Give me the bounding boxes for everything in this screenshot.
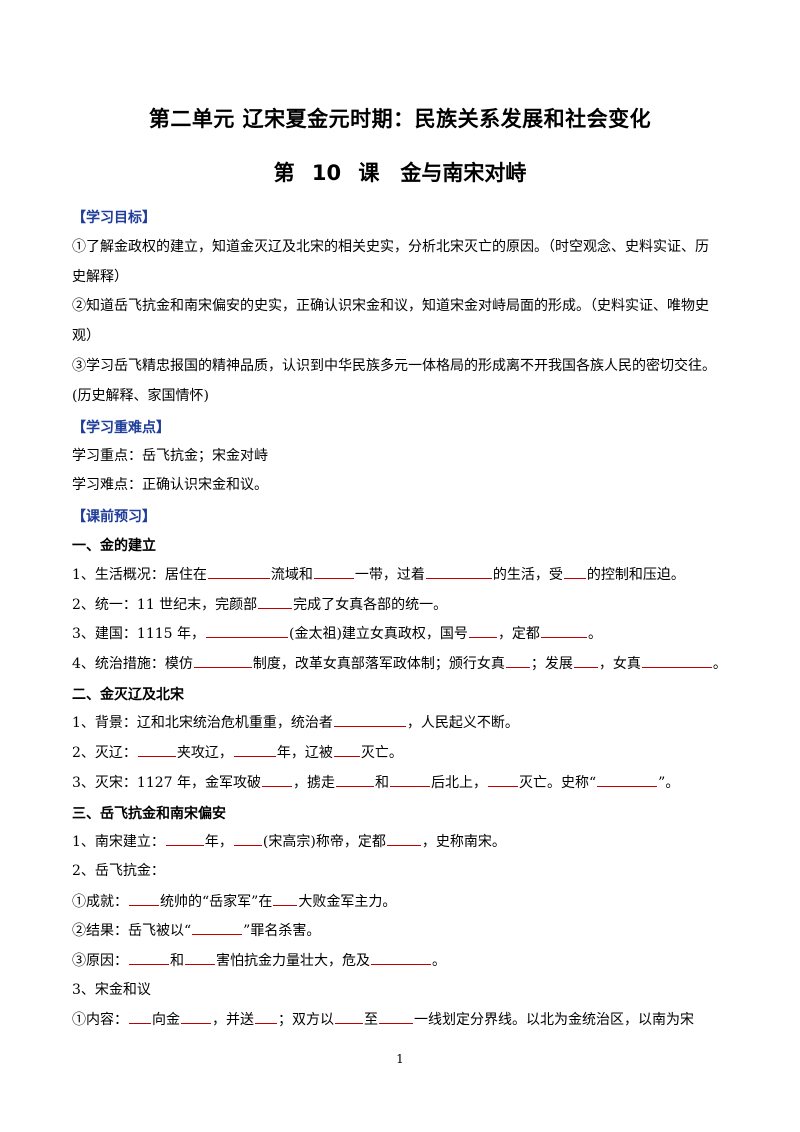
blank[interactable] bbox=[233, 743, 276, 757]
blank[interactable] bbox=[371, 951, 431, 965]
blank[interactable] bbox=[505, 654, 530, 668]
fill-line-1-3: 3、建国：1115 年，(金太祖)建立女真政权，国号，定都。 bbox=[72, 624, 602, 642]
blank[interactable] bbox=[313, 565, 354, 579]
blank[interactable] bbox=[336, 773, 374, 787]
blank[interactable] bbox=[207, 565, 270, 579]
blank[interactable] bbox=[379, 1010, 413, 1024]
fill-line-3-4: ②结果：岳飞被以“”罪名杀害。 bbox=[72, 921, 321, 939]
blank[interactable] bbox=[333, 713, 406, 727]
blank[interactable] bbox=[129, 892, 159, 906]
blank[interactable] bbox=[262, 773, 292, 787]
unit-title: 第二单元 辽宋夏金元时期：民族关系发展和社会变化 bbox=[148, 107, 652, 131]
blank[interactable] bbox=[165, 832, 204, 846]
fill-line-3-1: 1、南宋建立：年，(宋高宗)称帝，定都，史称南宋。 bbox=[72, 832, 506, 850]
fill-line-3-2: 2、岳飞抗金： bbox=[72, 863, 165, 879]
fill-line-3-5: ③原因：和害怕抗金力量壮大，危及。 bbox=[72, 951, 446, 969]
fill-line-3-3: ①成就：统帅的“岳家军”在大败金军主力。 bbox=[72, 892, 397, 910]
blank[interactable] bbox=[386, 832, 421, 846]
difficult-point: 学习难点：正确认识宋金和议。 bbox=[72, 477, 268, 493]
blank[interactable] bbox=[641, 654, 712, 668]
key-points-heading: 【学习重难点】 bbox=[72, 420, 170, 436]
blank[interactable] bbox=[255, 1010, 277, 1024]
blank[interactable] bbox=[206, 624, 288, 638]
goal-3-line-1: ③学习岳飞精忠报国的精神品质，认识到中华民族多元一体格局的形成离不开我国各族人民… bbox=[72, 358, 716, 374]
lesson-title: 第 10 课 金与南宋对峙 bbox=[273, 161, 527, 185]
blank[interactable] bbox=[597, 773, 658, 787]
blank[interactable] bbox=[233, 832, 262, 846]
fill-line-3-7: ①内容：向金，并送；双方以至一线划定分界线。以北为金统治区，以南为宋 bbox=[72, 1010, 694, 1028]
goal-1-line-2: 史解释） bbox=[72, 269, 128, 285]
blank[interactable] bbox=[563, 565, 586, 579]
fill-line-1-2: 2、统一：11 世纪末，完颜部完成了女真各部的统一。 bbox=[72, 595, 448, 613]
goals-heading: 【学习目标】 bbox=[72, 210, 156, 226]
blank[interactable] bbox=[390, 773, 430, 787]
blank[interactable] bbox=[425, 565, 492, 579]
goal-1-line-1: ①了解金政权的建立，知道金灭辽及北宋的相关史实，分析北宋灭亡的原因。（时空观念、… bbox=[72, 239, 709, 255]
blank[interactable] bbox=[258, 595, 293, 609]
fill-line-2-3: 3、灭宋：1127 年，金军攻破，掳走和后北上，灭亡。史称“”。 bbox=[72, 773, 680, 791]
goal-3-line-2: (历史解释、家国情怀) bbox=[72, 388, 209, 404]
fill-line-2-2: 2、灭辽：夹攻辽，年，辽被灭亡。 bbox=[72, 743, 403, 761]
section-3-heading: 三、岳飞抗金和南宋偏安 bbox=[72, 806, 226, 822]
blank[interactable] bbox=[488, 773, 518, 787]
blank[interactable] bbox=[185, 951, 215, 965]
blank[interactable] bbox=[573, 654, 598, 668]
page-number: 1 bbox=[396, 1052, 404, 1066]
fill-line-3-6: 3、宋金和议 bbox=[72, 982, 151, 998]
blank[interactable] bbox=[181, 1010, 211, 1024]
blank[interactable] bbox=[468, 624, 497, 638]
blank[interactable] bbox=[540, 624, 587, 638]
key-point: 学习重点：岳飞抗金；宋金对峙 bbox=[72, 448, 268, 464]
section-1-heading: 一、金的建立 bbox=[72, 538, 156, 554]
blank[interactable] bbox=[129, 951, 169, 965]
blank[interactable] bbox=[137, 743, 176, 757]
preview-heading: 【课前预习】 bbox=[72, 509, 156, 525]
goal-2-line-1: ②知道岳飞抗金和南宋偏安的史实，正确认识宋金和议，知道宋金对峙局面的形成。（史料… bbox=[72, 298, 709, 314]
goal-2-line-2: 观） bbox=[72, 328, 100, 344]
blank[interactable] bbox=[129, 1010, 151, 1024]
blank[interactable] bbox=[273, 892, 298, 906]
blank[interactable] bbox=[333, 743, 360, 757]
blank[interactable] bbox=[193, 654, 252, 668]
section-2-heading: 二、金灭辽及北宋 bbox=[72, 687, 184, 703]
blank[interactable] bbox=[335, 1010, 363, 1024]
blank[interactable] bbox=[192, 921, 243, 935]
fill-line-1-1: 1、生活概况：居住在流域和一带，过着的生活，受的控制和压迫。 bbox=[72, 565, 685, 583]
fill-line-1-4: 4、统治措施：模仿制度，改革女真部落军政体制；颁行女真；发展，女真。 bbox=[72, 654, 727, 672]
fill-line-2-1: 1、背景：辽和北宋统治危机重重，统治者，人民起义不断。 bbox=[72, 713, 519, 731]
